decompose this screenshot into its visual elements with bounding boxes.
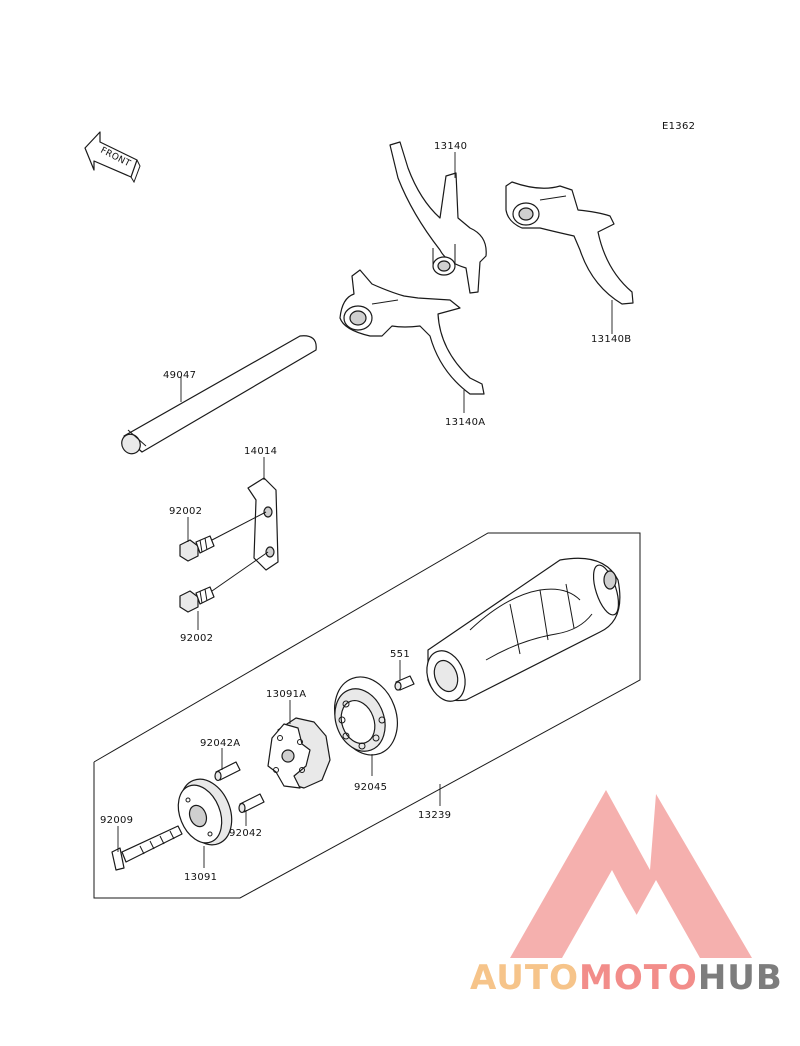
watermark-logo-icon <box>510 790 752 958</box>
label-92045: 92045 <box>354 782 387 793</box>
shift-fork-13140B <box>505 181 634 305</box>
assembly-13239-outline <box>93 532 641 899</box>
label-551: 551 <box>390 649 410 660</box>
watermark-auto: AUTO <box>470 958 579 998</box>
label-92042: 92042 <box>229 828 262 839</box>
bolt-92002-bottom <box>179 551 269 613</box>
label-13239: 13239 <box>418 810 451 821</box>
label-49047: 49047 <box>163 370 196 381</box>
watermark-hub: HUB <box>697 958 783 998</box>
label-13140A: 13140A <box>445 417 485 428</box>
shift-rod-49047 <box>121 335 317 455</box>
plate-13091 <box>177 778 233 846</box>
label-13140: 13140 <box>434 141 467 152</box>
label-13140B: 13140B <box>591 334 631 345</box>
dowel-pin-92042 <box>238 793 265 814</box>
pin-551 <box>394 675 415 691</box>
front-arrow-icon: FRONT <box>84 131 141 184</box>
leader-lines <box>117 152 613 868</box>
star-cam-13091A <box>267 717 331 789</box>
label-13091A: 13091A <box>266 689 306 700</box>
label-92002-top: 92002 <box>169 506 202 517</box>
shift-fork-13140A <box>339 269 485 395</box>
label-92002-bottom: 92002 <box>180 633 213 644</box>
shift-fork-13140 <box>389 141 487 294</box>
watermark-text: AUTOMOTOHUB <box>470 958 783 998</box>
label-13091: 13091 <box>184 872 217 883</box>
label-92042A: 92042A <box>200 738 240 749</box>
label-14014: 14014 <box>244 446 277 457</box>
label-92009: 92009 <box>100 815 133 826</box>
dowel-pin-92042A <box>214 761 241 782</box>
watermark-moto: MOTO <box>578 958 698 998</box>
screw-92009 <box>111 825 183 871</box>
shift-drum <box>426 557 621 702</box>
bearing-92045 <box>334 676 398 756</box>
plate-14014 <box>247 477 279 571</box>
bolt-92002-top <box>179 511 267 562</box>
diagram-code: E1362 <box>662 121 695 132</box>
